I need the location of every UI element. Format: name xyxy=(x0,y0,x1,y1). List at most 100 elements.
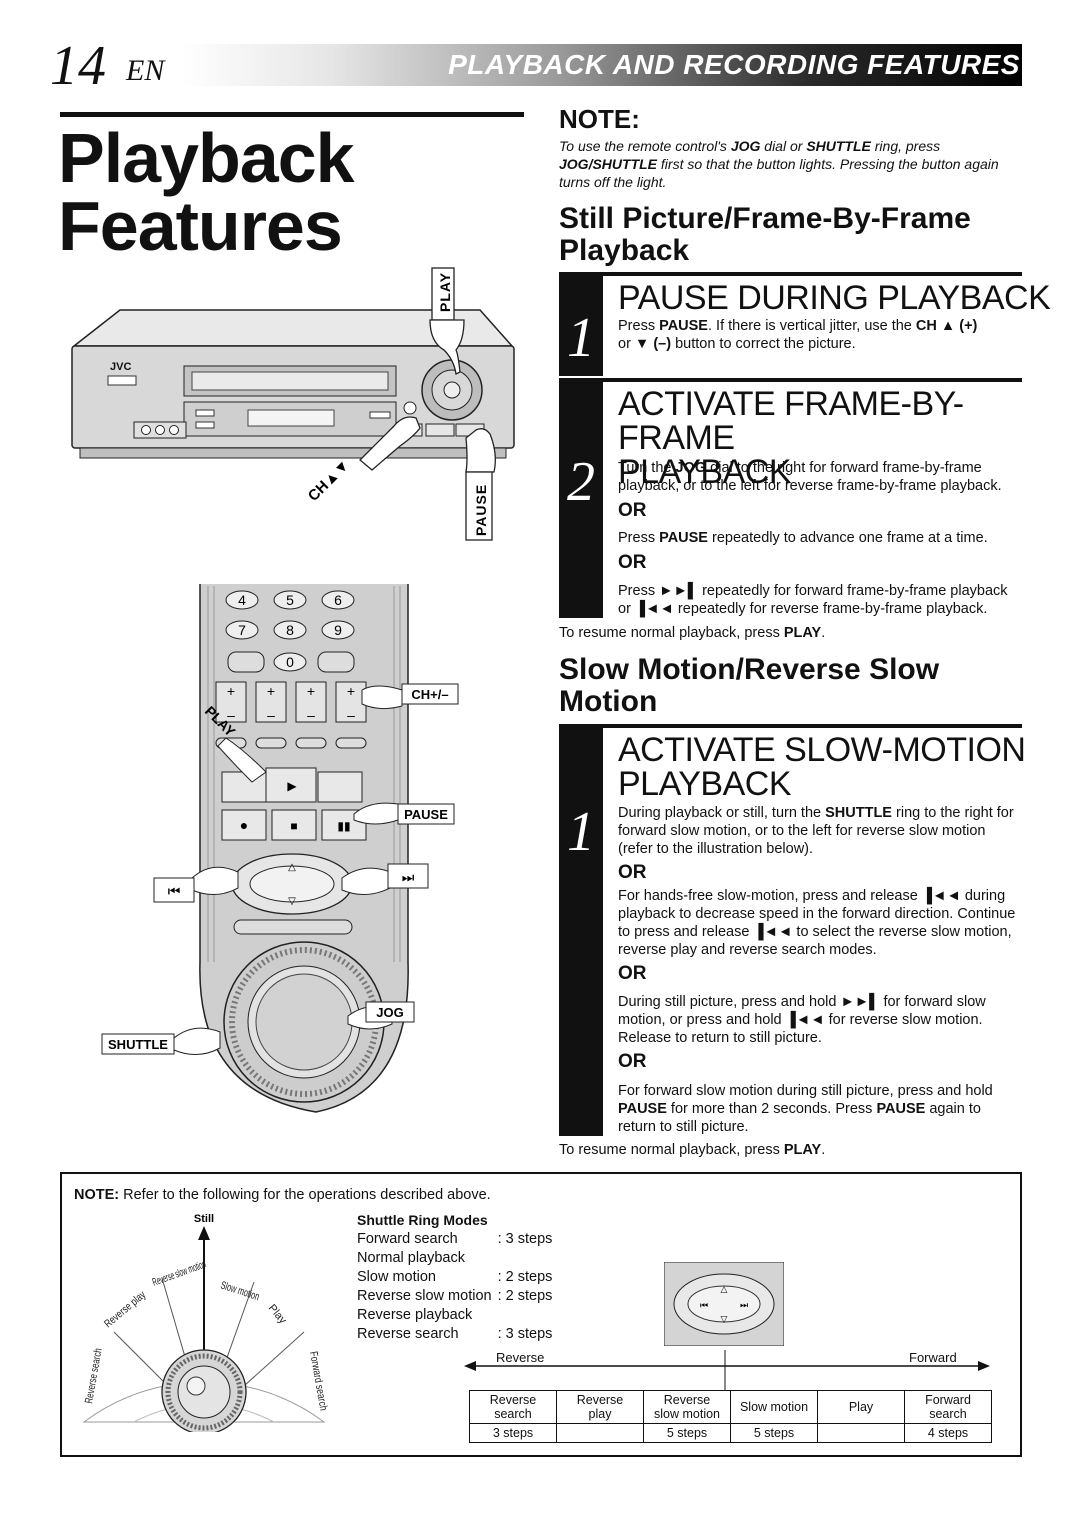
note-text-d: first so that the button lights. Pressin… xyxy=(559,156,999,190)
step2-jog: JOG xyxy=(675,460,707,476)
step2-or-1: OR xyxy=(618,500,647,521)
remote-illustration: 4 5 6 7 8 9 0 ++++ –––– ▶ ● ■ ▮▮ △ ▽ PLA… xyxy=(101,584,459,1113)
still-heading-line1: Still Picture/Frame-By-Frame xyxy=(559,202,971,235)
step2-text-2: Press PAUSE repeatedly to advance one fr… xyxy=(618,529,1022,547)
slow-resume-play: PLAY xyxy=(783,1142,822,1158)
svg-text:–: – xyxy=(347,707,355,723)
slow-p4-pause1: PAUSE xyxy=(618,1101,667,1117)
slow-p4b: for more than 2 seconds. Press xyxy=(666,1101,877,1117)
axis-reverse-label: Reverse xyxy=(496,1350,545,1365)
remote-key-0: 0 xyxy=(286,654,294,670)
step1-rule xyxy=(603,272,1022,276)
slow-p4a: For forward slow motion during still pic… xyxy=(618,1083,993,1099)
slow-or-3: OR xyxy=(618,1051,647,1072)
step1-pause: PAUSE xyxy=(659,318,708,334)
mode-row: Reverse playback xyxy=(357,1306,558,1325)
slow-or-2: OR xyxy=(618,963,647,984)
slow-p4-pause2: PAUSE xyxy=(876,1101,926,1117)
remote-jog-label: JOG xyxy=(376,1005,403,1020)
step2-title-line1: ACTIVATE FRAME-BY-FRAME xyxy=(618,385,964,457)
slow-step1-rule xyxy=(603,724,1022,728)
vcr-ch-label: CH▲▼ xyxy=(305,456,353,504)
slow-step1-bar xyxy=(559,724,603,1136)
remote-key-4: 4 xyxy=(238,592,246,608)
mode-row: Slow motion: 2 steps xyxy=(357,1268,558,1287)
still-resume-a: To resume normal playback, press xyxy=(559,625,784,641)
svg-text:■: ■ xyxy=(290,819,297,833)
svg-text:▽: ▽ xyxy=(288,896,296,907)
remote-key-6: 6 xyxy=(334,592,342,608)
svg-text:+: + xyxy=(267,683,275,699)
speed-steps-cell: 5 steps xyxy=(730,1423,818,1443)
vcr-illustration: JVC PLAY CH▲▼ PAUSE xyxy=(71,267,515,541)
slow-heading-line2: Motion xyxy=(559,685,658,718)
step2-title-line2: PLAYBACK xyxy=(618,453,792,491)
remote-key-9: 9 xyxy=(334,622,342,638)
svg-text:△: △ xyxy=(721,1284,728,1294)
step1-t4: button to correct the picture. xyxy=(671,336,856,352)
step1-t2: . If there is vertical jitter, use the xyxy=(707,318,916,334)
slow-heading-line1: Slow Motion/Reverse Slow xyxy=(559,653,940,686)
svg-text:⏮: ⏮ xyxy=(700,1300,708,1310)
speed-cell: Slow motion xyxy=(730,1390,818,1424)
step1-text: Press PAUSE. If there is vertical jitter… xyxy=(618,317,1022,353)
svg-text:–: – xyxy=(267,707,275,723)
mode-name: Reverse search xyxy=(357,1326,459,1342)
svg-text:△: △ xyxy=(288,862,296,873)
note-text-a: To use the remote control's xyxy=(559,138,731,154)
still-section-heading: Still Picture/Frame-By-Frame Playback xyxy=(559,203,1029,267)
mode-name: Forward search xyxy=(357,1231,458,1247)
dial-label-still: Still xyxy=(194,1213,214,1225)
slow-p1-shuttle: SHUTTLE xyxy=(825,805,892,821)
remote-key-7: 7 xyxy=(238,622,246,638)
slow-title-line1: ACTIVATE SLOW-MOTION xyxy=(618,731,1026,769)
still-resume-text: To resume normal playback, press PLAY. xyxy=(559,624,825,642)
step2-or-2: OR xyxy=(618,552,647,573)
still-heading-line2: Playback xyxy=(559,234,690,267)
speed-steps-cell: 5 steps xyxy=(643,1423,731,1443)
slow-resume-text: To resume normal playback, press PLAY. xyxy=(559,1141,825,1159)
note-text-b: dial or xyxy=(760,138,807,154)
dial-label-reverse-slow: Reverse slow motion xyxy=(151,1258,208,1288)
mode-name: Reverse playback xyxy=(357,1307,473,1323)
remote-shuttle-label: SHUTTLE xyxy=(108,1037,168,1052)
slow-step1-number: 1 xyxy=(567,801,595,863)
step1-bar xyxy=(559,272,603,376)
slow-p3: During still picture, press and hold ►►▌… xyxy=(618,994,986,1046)
mode-name: Reverse slow motion xyxy=(357,1288,492,1304)
slow-p1: During playback or still, turn the SHUTT… xyxy=(618,804,1022,858)
slow-p2: For hands-free slow-motion, press and re… xyxy=(618,888,1016,958)
bottom-note-box xyxy=(60,1172,1022,1457)
svg-text:+: + xyxy=(347,683,355,699)
dial-label-play: Play xyxy=(266,1302,289,1326)
slow-p1b: ring to the right for forward slow motio… xyxy=(618,805,1014,857)
note-text-c: ring, press xyxy=(870,138,941,154)
svg-text:+: + xyxy=(227,683,235,699)
slow-section-heading: Slow Motion/Reverse Slow Motion xyxy=(559,654,1029,718)
page-title: Playback Features xyxy=(58,123,355,261)
mode-row: Normal playback xyxy=(357,1249,558,1268)
axis-forward-label: Forward xyxy=(909,1350,957,1365)
speed-table-steps: 3 steps 5 steps 5 steps 4 steps xyxy=(469,1423,992,1443)
svg-text:▽: ▽ xyxy=(721,1314,728,1324)
mode-name: Slow motion xyxy=(357,1269,436,1285)
remote-key-5: 5 xyxy=(286,592,294,608)
slow-p4: For forward slow motion during still pic… xyxy=(618,1082,1022,1136)
step2-t5b: or ▐◄◄ repeatedly for reverse frame-by-f… xyxy=(618,601,988,617)
remote-pad-illustration: △ ▽ ⏮ ⏭ xyxy=(664,1262,784,1346)
step2-t2: dial to the right for forward frame-by-f… xyxy=(618,460,1002,494)
step1-t3: or ▼ xyxy=(618,336,654,352)
vcr-brand-logo: JVC xyxy=(110,361,131,373)
svg-text:▶: ▶ xyxy=(287,779,297,793)
mode-row: Reverse search: 3 steps xyxy=(357,1325,558,1344)
speed-cell: Play xyxy=(817,1390,905,1424)
step1-number: 1 xyxy=(567,307,595,369)
still-resume-c: . xyxy=(821,625,826,641)
bottom-note: NOTE: Refer to the following for the ope… xyxy=(74,1186,491,1204)
title-rule xyxy=(60,112,524,117)
step2-t4: repeatedly to advance one frame at a tim… xyxy=(707,530,988,546)
